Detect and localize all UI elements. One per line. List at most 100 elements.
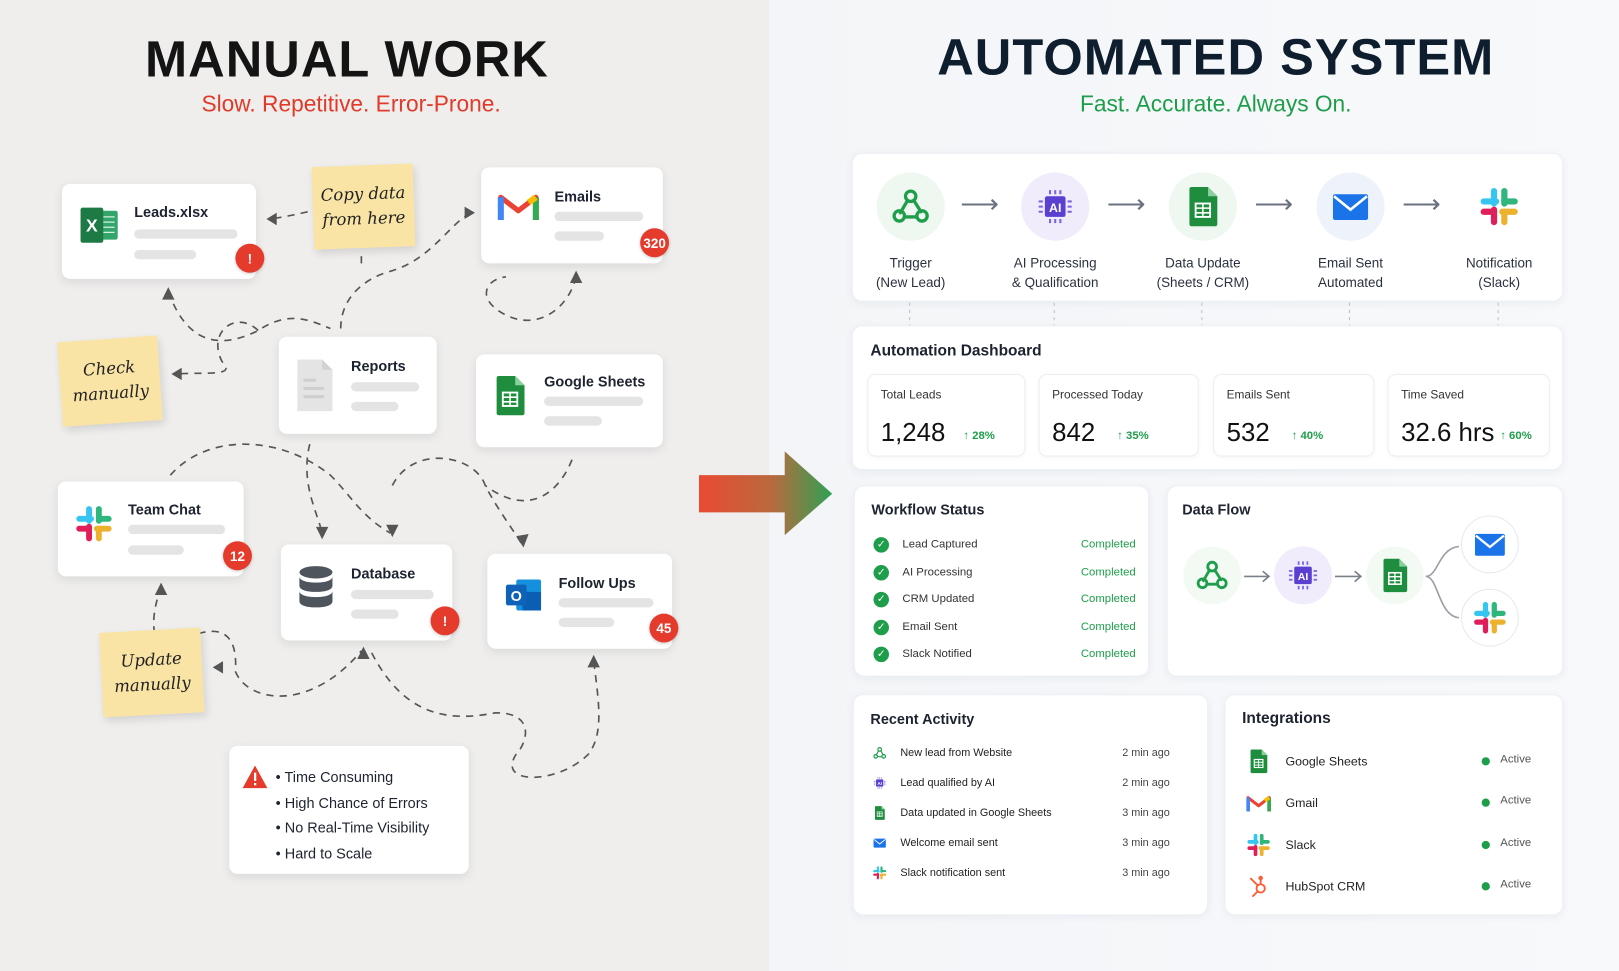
stat-change: ↑ 40% [1291,429,1324,443]
hubspot-icon [1246,874,1271,899]
manual-work-subtitle: Slow. Repetitive. Error-Prone. [201,90,501,117]
svg-text:AI: AI [1049,201,1061,215]
mail-icon [1330,186,1371,227]
pipeline-step-data-update[interactable]: Data Update(Sheets / CRM) [1136,172,1270,293]
workflow-step-label: Slack Notified [902,647,972,661]
section-title: Automation Dashboard [870,341,1042,360]
card-title: Google Sheets [544,372,646,390]
stat-change: ↑ 60% [1500,429,1532,443]
workflow-step-row: ✓ Lead Captured Completed [873,535,1136,556]
activity-label: Welcome email sent [900,836,998,850]
activity-time: 2 min ago [1122,746,1170,760]
flow-connectors [1244,545,1460,619]
workflow-step-status: Completed [1080,620,1136,633]
problem-item: High Chance of Errors [284,794,428,811]
activity-row[interactable]: New lead from Website 2 min ago [872,745,1170,764]
stat-value: 842 [1052,418,1096,448]
workflow-step-status: Completed [1080,538,1136,551]
pipeline-step-notification[interactable]: Notification (Slack) [1432,172,1566,293]
google-sheets-icon [1246,749,1271,774]
google-sheets-card[interactable]: Google Sheets [475,354,663,448]
error-badge: ! [430,606,460,636]
webhook-icon [890,186,931,227]
step-sublabel: & Qualification [1011,274,1099,291]
step-label: Trigger [889,255,932,271]
integration-name: Google Sheets [1285,754,1368,769]
svg-text:X: X [86,215,98,235]
card-title: Follow Ups [558,574,636,591]
google-sheets-icon [1182,186,1223,227]
error-badge: ! [235,243,265,273]
google-sheets-icon [1377,558,1412,593]
leads-xlsx-card[interactable]: X Leads.xlsx ! [61,183,265,279]
mail-icon [1472,527,1507,562]
automated-system-title: AUTOMATED SYSTEM [937,29,1495,86]
problem-item: Time Consuming [284,768,394,786]
sticky-note: Check manually [57,335,163,427]
database-icon [297,565,334,610]
manual-work-title: MANUAL WORK [144,32,549,88]
step-label: Notification [1465,255,1533,271]
stat-label: Total Leads [880,389,942,402]
pipeline-step-trigger[interactable]: Trigger(New Lead) [844,172,978,293]
follow-ups-card[interactable]: O Follow Ups 45 [487,553,679,649]
workflow-step-status: Completed [1080,592,1136,606]
activity-label: Data updated in Google Sheets [900,806,1052,820]
svg-text:AI: AI [878,781,882,786]
sticky-note: Copy data from here [311,163,416,250]
team-chat-card[interactable]: Team Chat 12 [57,481,252,577]
data-flow-card: Data Flow AI [1166,485,1564,677]
svg-text:O: O [511,589,522,605]
problems-list: • Time Consuming • High Chance of Errors… [275,768,430,862]
section-title: Integrations [1242,709,1331,728]
integration-status: Active [1500,836,1532,849]
activity-label: New lead from Website [900,746,1013,760]
flow-node-ai: AI [1274,546,1332,605]
integration-status: Active [1500,877,1532,891]
activity-time: 3 min ago [1122,836,1170,850]
workflow-step-status: Completed [1080,565,1136,578]
stat-label: Time Saved [1401,389,1465,402]
messy-dashed-arrows [152,210,600,779]
activity-row[interactable]: Welcome email sent 3 min ago [872,835,1170,854]
webhook-icon [1195,558,1230,593]
check-circle-icon: ✓ [873,646,889,663]
problems-box: • Time Consuming • High Chance of Errors… [229,745,469,874]
step-sublabel: (Sheets / CRM) [1156,274,1250,291]
workflow-step-label: Lead Captured [902,538,978,551]
activity-time: 2 min ago [1122,776,1170,790]
card-title: Team Chat [128,501,201,518]
status-dot [1481,882,1490,891]
google-sheets-icon [872,806,886,820]
flow-node-email [1460,515,1519,574]
stat-label: Processed Today [1052,389,1143,402]
count-badge: 320 [640,228,670,258]
database-card[interactable]: Database ! [280,544,460,641]
flow-node-trigger [1183,546,1242,605]
check-circle-icon: ✓ [873,537,889,553]
arrow-right-icon: ⟶ [960,188,999,219]
emails-card[interactable]: Emails 320 [481,167,670,264]
reports-card[interactable]: Reports [278,336,437,434]
step-sublabel: (Slack) [1478,274,1521,291]
stat-change: ↑ 35% [1117,429,1149,443]
document-icon [295,357,334,413]
status-dot [1481,757,1490,766]
